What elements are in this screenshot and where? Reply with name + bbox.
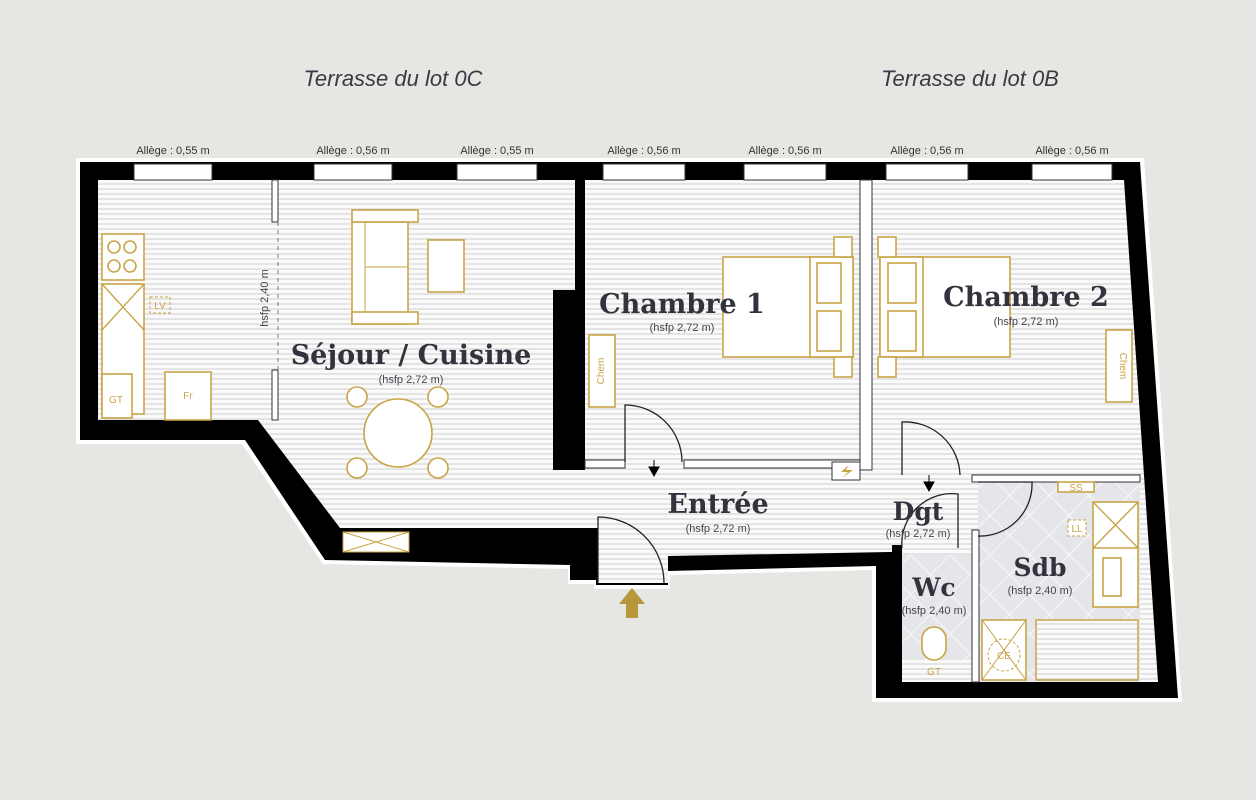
window-allege-label: Allège : 0,56 m bbox=[748, 145, 821, 157]
fridge-label: Fr bbox=[183, 391, 193, 402]
chimney-label: Chem bbox=[1117, 353, 1128, 380]
ss-label: SS bbox=[1069, 483, 1083, 494]
wall-partition bbox=[575, 180, 585, 290]
wall-sdb bbox=[971, 474, 1141, 483]
window-allege-label: Allège : 0,56 m bbox=[316, 145, 389, 157]
wall-sdb-side bbox=[971, 529, 980, 683]
chimney-chambre1 bbox=[588, 334, 616, 408]
bed-chambre2 bbox=[877, 236, 1011, 378]
window-allege-label: Allège : 0,56 m bbox=[890, 145, 963, 157]
wall-wc bbox=[892, 545, 902, 682]
terrace-label-0c: Terrasse du lot 0C bbox=[304, 66, 483, 91]
entrance-arrow-icon bbox=[619, 588, 645, 618]
room-name-dgt: Dgt bbox=[893, 497, 944, 526]
wall-corridor bbox=[584, 459, 626, 469]
window-allege-label: Allège : 0,55 m bbox=[136, 145, 209, 157]
boiler-label: CE bbox=[997, 651, 1011, 662]
kitchen bbox=[101, 233, 212, 421]
wc-gt-label: GT bbox=[927, 667, 941, 678]
room-name-chambre2: Chambre 2 bbox=[943, 282, 1109, 313]
door-arrow-icon bbox=[648, 460, 660, 478]
wall-chambre1-chambre2 bbox=[859, 179, 873, 471]
wall-kitchen-post-2 bbox=[271, 369, 279, 421]
room-height-sdb: (hsfp 2,40 m) bbox=[1008, 585, 1073, 597]
terrace-label-0b: Terrasse du lot 0B bbox=[881, 66, 1059, 91]
room-name-sdb: Sdb bbox=[1013, 553, 1066, 582]
towel-dryer bbox=[1057, 481, 1095, 493]
doors bbox=[597, 404, 1033, 584]
window-allege-label: Allège : 0,55 m bbox=[460, 145, 533, 157]
room-height-wc: (hsfp 2,40 m) bbox=[902, 605, 967, 617]
room-height-chambre1: (hsfp 2,72 m) bbox=[650, 322, 715, 334]
dining-table bbox=[346, 386, 449, 479]
kitchen-height-label: hsfp 2,40 m bbox=[259, 269, 271, 326]
window-allege-label: Allège : 0,56 m bbox=[607, 145, 680, 157]
room-height-entree: (hsfp 2,72 m) bbox=[686, 523, 751, 535]
room-name-entree: Entrée bbox=[667, 489, 768, 520]
electric-icon bbox=[841, 465, 853, 478]
bathtub bbox=[1035, 619, 1139, 681]
windows bbox=[133, 163, 1113, 181]
wall-sejour-chambre1 bbox=[553, 290, 585, 470]
bed-chambre1 bbox=[722, 236, 854, 378]
water-heater-label: GT bbox=[109, 395, 123, 406]
room-name-chambre1: Chambre 1 bbox=[599, 289, 765, 320]
dishwasher-label: LV bbox=[154, 301, 166, 312]
door-arrow-icon bbox=[923, 475, 935, 493]
chimney-chambre2 bbox=[1105, 329, 1133, 403]
room-height-sejour: (hsfp 2,72 m) bbox=[379, 374, 444, 386]
washing-machine-label: LL bbox=[1071, 524, 1083, 535]
wall-kitchen-post bbox=[271, 179, 279, 223]
room-height-chambre2: (hsfp 2,72 m) bbox=[994, 316, 1059, 328]
window-allege-label: Allège : 0,56 m bbox=[1035, 145, 1108, 157]
chimney-label: Chem bbox=[596, 358, 607, 385]
toilet bbox=[921, 626, 947, 661]
sofa bbox=[351, 209, 465, 325]
room-name-wc: Wc bbox=[911, 573, 955, 602]
room-name-sejour: Séjour / Cuisine bbox=[291, 340, 532, 371]
room-height-dgt: (hsfp 2,72 m) bbox=[886, 528, 951, 540]
